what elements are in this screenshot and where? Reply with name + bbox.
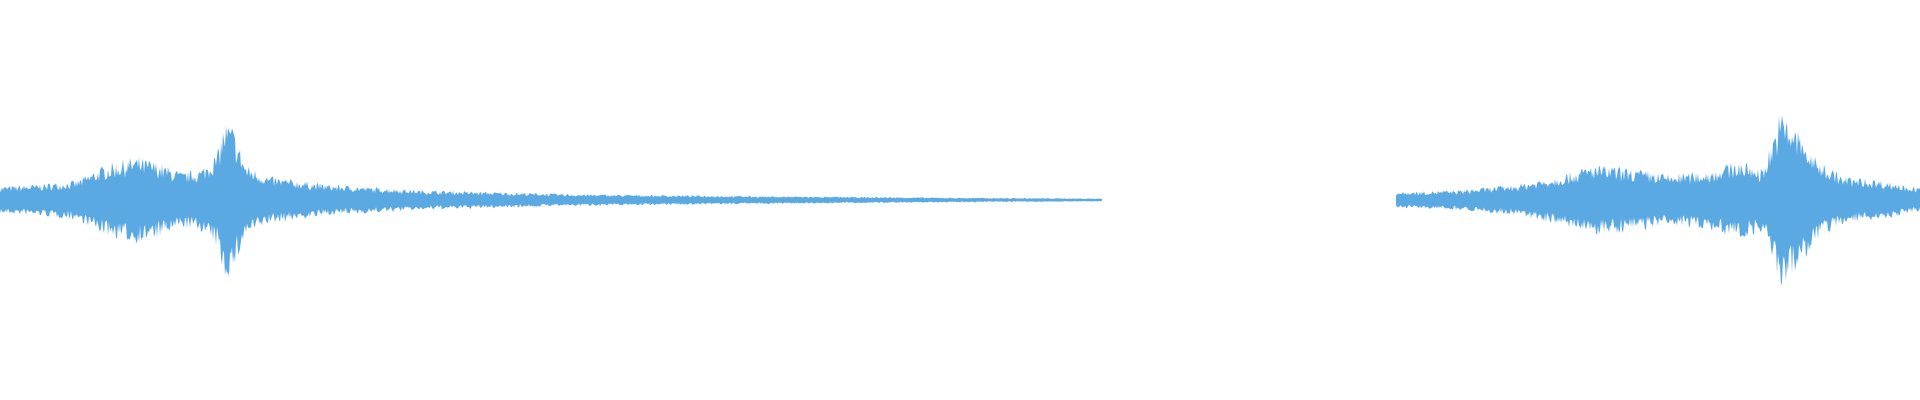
clip-2-waveform[interactable] xyxy=(1396,115,1920,285)
clip-1-waveform[interactable] xyxy=(0,125,1102,277)
waveform-clips xyxy=(0,115,1920,285)
